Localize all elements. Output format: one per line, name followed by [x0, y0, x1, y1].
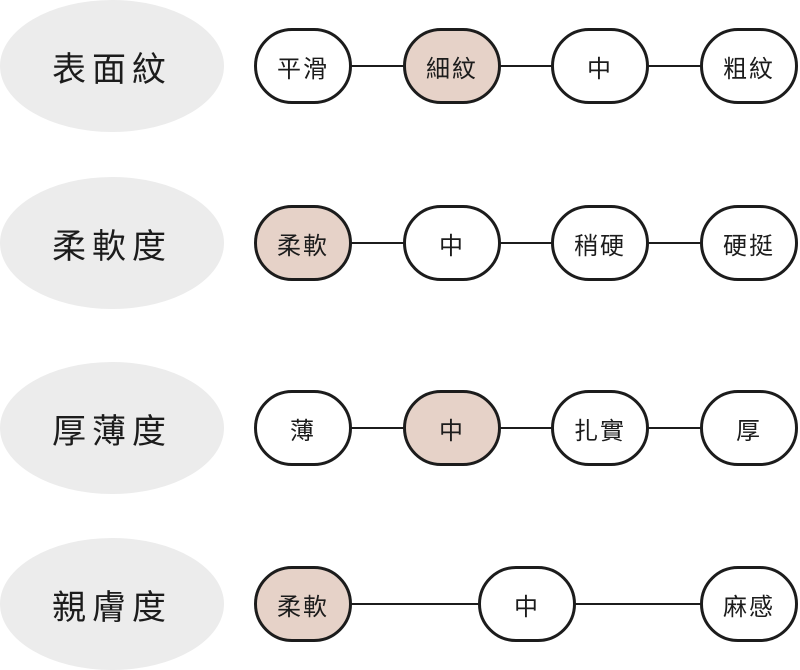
- attribute-row-thickness: 厚薄度 薄 中 扎實 厚: [0, 362, 800, 494]
- option-rough-feel[interactable]: 麻感: [700, 566, 798, 642]
- option-coarse-texture[interactable]: 粗紋: [700, 28, 798, 104]
- option-slightly-stiff[interactable]: 稍硬: [551, 205, 649, 281]
- category-label-softness: 柔軟度: [0, 177, 224, 309]
- category-label-skin-feel: 親膚度: [0, 538, 224, 670]
- category-label-thickness: 厚薄度: [0, 362, 224, 494]
- connector-line: [303, 242, 749, 244]
- option-smooth[interactable]: 平滑: [254, 28, 352, 104]
- option-stiff[interactable]: 硬挺: [700, 205, 798, 281]
- option-medium[interactable]: 中: [551, 28, 649, 104]
- option-soft[interactable]: 柔軟: [254, 205, 352, 281]
- option-fine-texture[interactable]: 細紋: [403, 28, 501, 104]
- attribute-row-skin-feel: 親膚度 柔軟 中 麻感: [0, 538, 800, 670]
- category-label-surface-texture: 表面紋: [0, 0, 224, 132]
- attribute-row-surface-texture: 表面紋 平滑 細紋 中 粗紋: [0, 0, 800, 132]
- option-thick[interactable]: 厚: [700, 390, 798, 466]
- attribute-row-softness: 柔軟度 柔軟 中 稍硬 硬挺: [0, 177, 800, 309]
- option-medium[interactable]: 中: [403, 205, 501, 281]
- option-soft[interactable]: 柔軟: [254, 566, 352, 642]
- connector-line: [303, 65, 749, 67]
- option-solid[interactable]: 扎實: [551, 390, 649, 466]
- option-medium[interactable]: 中: [478, 566, 576, 642]
- option-thin[interactable]: 薄: [254, 390, 352, 466]
- option-medium[interactable]: 中: [403, 390, 501, 466]
- connector-line: [303, 427, 749, 429]
